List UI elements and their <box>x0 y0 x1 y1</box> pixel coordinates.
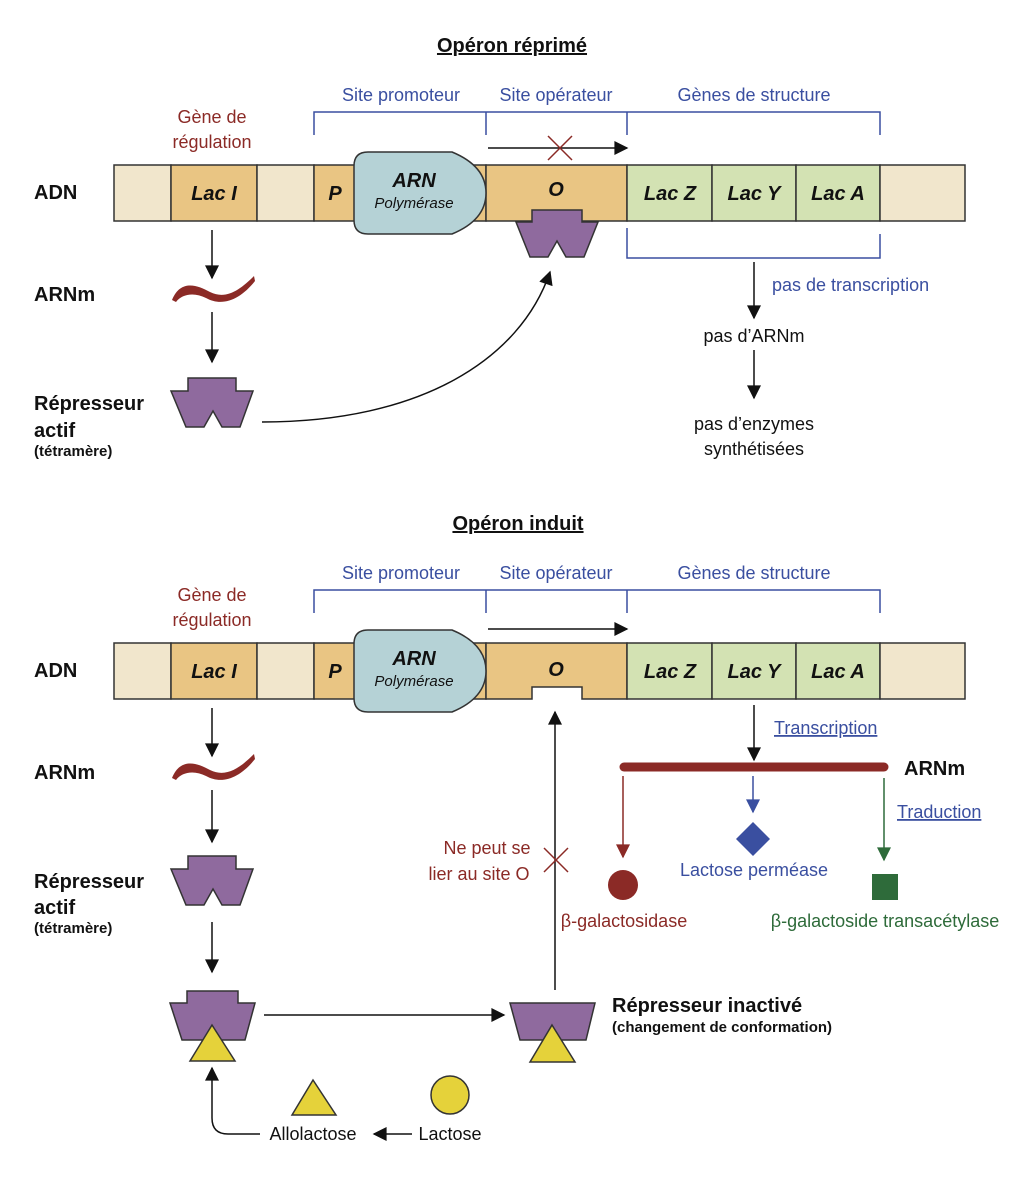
mrna-label: ARNm <box>904 758 965 780</box>
active-repressor-icon <box>169 855 255 906</box>
promoter-site-label: Site promoteur <box>342 563 460 583</box>
lactose-label: Lactose <box>418 1124 481 1144</box>
polymerase-label-line2: Polymérase <box>374 195 453 212</box>
operator-site-label: Site opérateur <box>499 85 612 105</box>
blocked-x-icon <box>547 135 573 161</box>
rna-polymerase-shape <box>353 629 487 713</box>
repressor-side-label-line2: actif <box>34 897 75 919</box>
cannot-bind-label-line2: lier au site O <box>428 864 529 884</box>
lac-i-label: Lac I <box>191 183 237 205</box>
inactive-repressor-label: Répresseur inactivé <box>612 995 802 1017</box>
repressor-side-label-line1: Répresseur <box>34 871 144 893</box>
lac-a-label: Lac A <box>811 661 865 683</box>
repressor-side-label-line3: (tétramère) <box>34 920 112 937</box>
curved-arrow-to-operator <box>261 270 553 423</box>
no-enzymes-label-line1: pas d’enzymes <box>694 414 814 434</box>
conformation-change-label: (changement de conformation) <box>612 1019 832 1036</box>
lac-i-label: Lac I <box>191 661 237 683</box>
active-repressor-icon <box>169 377 255 428</box>
dna-segment <box>256 164 315 222</box>
lac-i-gene <box>170 164 258 222</box>
repressed-operon-panel: Opéron réprimé Site promoteur Site opéra… <box>34 35 966 460</box>
allolactose-triangle-icon <box>290 1078 338 1116</box>
induced-title: Opéron induit <box>452 513 583 535</box>
structural-genes-label: Gènes de structure <box>677 563 830 583</box>
repressor-side-label-line1: Répresseur <box>34 393 144 415</box>
transacetylase-square-icon <box>872 874 898 900</box>
lac-y-gene <box>711 642 797 700</box>
mrna-squiggle-icon <box>172 276 255 302</box>
no-transcription-label: pas de transcription <box>772 275 929 295</box>
top-bracket <box>313 111 881 135</box>
repressor-side-label-line2: actif <box>34 420 75 442</box>
lac-z-label: Lac Z <box>644 661 697 683</box>
blocked-x-icon <box>543 847 569 873</box>
polymerase-label-line1: ARN <box>391 170 436 192</box>
allolactose-bound-triangle-icon <box>528 1023 577 1063</box>
mrna-side-label: ARNm <box>34 762 95 784</box>
galactosidase-circle-icon <box>608 870 638 900</box>
inactive-repressor-icon <box>509 1002 596 1041</box>
regulation-gene-label-line2: régulation <box>172 132 251 152</box>
lac-a-gene <box>795 164 881 222</box>
dna-label: ADN <box>34 182 77 204</box>
promoter-p-label: P <box>328 661 342 683</box>
repressed-title: Opéron réprimé <box>437 35 587 57</box>
galactosidase-label: β-galactosidase <box>561 911 687 931</box>
lac-z-label: Lac Z <box>644 183 697 205</box>
mrna-side-label: ARNm <box>34 284 95 306</box>
permease-diamond-icon <box>736 822 770 856</box>
polymerase-label-line1: ARN <box>391 648 436 670</box>
regulation-gene-label-line2: régulation <box>172 610 251 630</box>
transacetylase-label: β-galactoside transacétylase <box>771 911 999 931</box>
dna-segment <box>113 164 172 222</box>
transcription-label: Transcription <box>774 718 877 738</box>
regulation-gene-label-line1: Gène de <box>177 107 246 127</box>
promoter-p-label: P <box>328 183 342 205</box>
dna-segment <box>879 164 966 222</box>
lac-a-label: Lac A <box>811 183 865 205</box>
lactose-circle-icon <box>430 1075 470 1115</box>
translation-label: Traduction <box>897 802 981 822</box>
repressor-side-label-line3: (tétramère) <box>34 443 112 460</box>
permease-label: Lactose perméase <box>680 860 828 880</box>
top-bracket <box>313 589 881 613</box>
operator-site-label: Site opérateur <box>499 563 612 583</box>
lac-y-label: Lac Y <box>728 661 783 683</box>
polymerase-label-line2: Polymérase <box>374 673 453 690</box>
regulation-gene-label-line1: Gène de <box>177 585 246 605</box>
no-enzymes-label-line2: synthétisées <box>704 439 804 459</box>
mrna-squiggle-icon <box>172 754 255 780</box>
arrow-allolactose-to-repressor <box>205 1066 260 1135</box>
structural-genes-label: Gènes de structure <box>677 85 830 105</box>
repressor-allolactose-complex-icon <box>168 990 256 1041</box>
operator-o-label: O <box>548 179 564 201</box>
dna-segment <box>879 642 966 700</box>
rna-polymerase-shape <box>353 151 487 235</box>
induced-operon-panel: Opéron induit Site promoteur Site opérat… <box>34 513 999 1144</box>
lac-y-label: Lac Y <box>728 183 783 205</box>
dna-label: ADN <box>34 660 77 682</box>
lac-z-gene <box>626 164 713 222</box>
no-mrna-label: pas d’ARNm <box>703 326 804 346</box>
dna-segment <box>256 642 315 700</box>
allolactose-bound-triangle-icon <box>188 1023 237 1062</box>
promoter-site-label: Site promoteur <box>342 85 460 105</box>
lac-z-gene <box>626 642 713 700</box>
bottom-bracket <box>626 228 881 259</box>
dna-segment <box>113 642 172 700</box>
cannot-bind-label-line1: Ne peut se <box>443 838 530 858</box>
operator-o-label: O <box>548 659 564 681</box>
allolactose-label: Allolactose <box>269 1124 356 1144</box>
lac-a-gene <box>795 642 881 700</box>
bound-repressor-icon <box>514 209 600 258</box>
